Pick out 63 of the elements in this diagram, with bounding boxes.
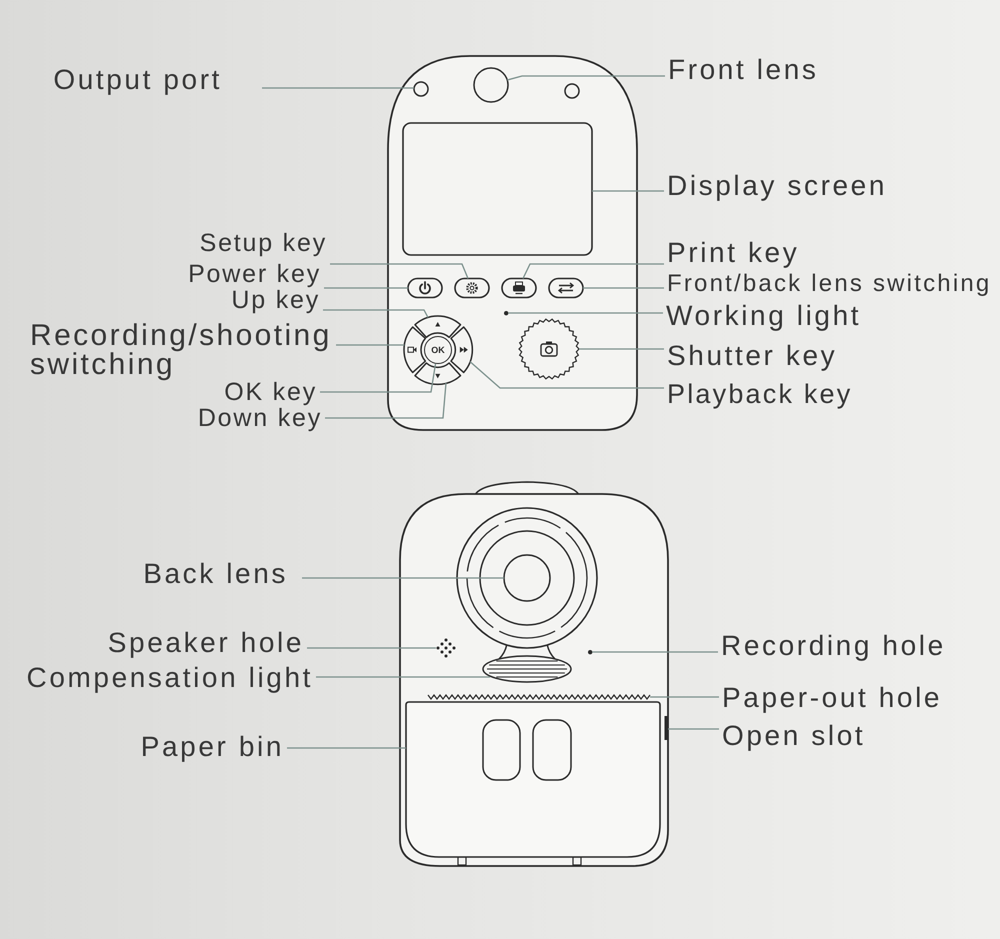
leader-line bbox=[320, 364, 436, 393]
port-hole bbox=[413, 81, 429, 97]
leader-line bbox=[336, 344, 404, 346]
leader-line bbox=[508, 312, 663, 314]
part-label: Compensation light bbox=[26, 664, 313, 692]
side-slot-notch bbox=[664, 715, 668, 741]
part-label: Front/back lens switching bbox=[667, 272, 992, 296]
leader-line bbox=[324, 287, 408, 289]
display-screen bbox=[402, 122, 593, 256]
leader-line bbox=[668, 728, 719, 730]
settings-icon bbox=[454, 277, 490, 299]
video-camera-icon bbox=[403, 326, 426, 374]
power-icon bbox=[407, 277, 443, 299]
part-label: Playback key bbox=[667, 380, 852, 408]
leader-line bbox=[330, 263, 469, 279]
part-label: Print key bbox=[667, 239, 800, 267]
speaker-grille-icon bbox=[436, 638, 456, 658]
leader-line bbox=[583, 287, 664, 289]
part-label: Display screen bbox=[667, 172, 888, 200]
part-label: Paper bin bbox=[140, 733, 284, 761]
light-window bbox=[482, 655, 572, 683]
part-label: Working light bbox=[666, 302, 862, 330]
part-label: Back lens bbox=[143, 560, 288, 588]
part-label: Front lens bbox=[668, 56, 818, 84]
leader-line bbox=[316, 676, 490, 678]
leader-line bbox=[323, 309, 429, 318]
leader-line bbox=[522, 263, 664, 279]
leader-line bbox=[302, 577, 504, 579]
part-label: Recording hole bbox=[721, 632, 946, 660]
part-label: Up key bbox=[231, 288, 320, 312]
leader-line bbox=[592, 190, 664, 192]
leader-line bbox=[287, 747, 406, 749]
leader-line bbox=[592, 651, 718, 653]
part-label: Speaker hole bbox=[108, 629, 304, 657]
leader-line bbox=[507, 75, 665, 81]
part-label: Down key bbox=[198, 406, 322, 430]
up-arrow-icon bbox=[414, 315, 462, 338]
back-lens bbox=[503, 554, 551, 602]
part-label: Setup key bbox=[200, 230, 327, 256]
part-label: Shutter key bbox=[667, 342, 838, 370]
leader-line bbox=[470, 361, 664, 389]
swap-arrows-icon bbox=[548, 277, 584, 299]
leader-line bbox=[262, 87, 414, 89]
part-label: Open slot bbox=[722, 722, 866, 750]
front-lens bbox=[473, 67, 509, 103]
paper-bin-lid bbox=[405, 701, 661, 859]
part-label: Output port bbox=[53, 66, 222, 94]
paper-exit-slot bbox=[427, 694, 651, 700]
ok-key: OK bbox=[424, 336, 452, 364]
indicator-dot bbox=[502, 310, 510, 316]
camera-icon bbox=[518, 318, 580, 380]
part-label: OK key bbox=[224, 380, 317, 404]
mic-hole-dot bbox=[586, 648, 594, 656]
playback-icon bbox=[450, 326, 473, 374]
down-arrow-icon bbox=[414, 362, 462, 385]
leader-line bbox=[325, 382, 447, 419]
part-label: Paper-out hole bbox=[722, 684, 942, 712]
part-label: Power key bbox=[188, 262, 321, 286]
printer-icon bbox=[501, 277, 537, 299]
leader-line bbox=[307, 647, 436, 649]
leader-line bbox=[579, 348, 664, 350]
part-label: Recording/shooting switching bbox=[30, 322, 333, 379]
leader-line bbox=[650, 696, 719, 698]
